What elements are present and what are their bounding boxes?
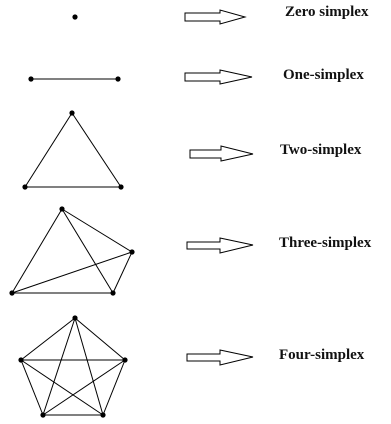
three-simplex-label: Three-simplex	[279, 235, 372, 251]
edge	[112, 251, 133, 294]
edge	[11, 251, 133, 294]
vertex	[22, 184, 28, 190]
right-arrow-icon	[189, 145, 254, 162]
zero-simplex-figure	[72, 14, 78, 20]
one-simplex-label: One-simplex	[283, 67, 364, 83]
edge	[20, 359, 104, 416]
vertex	[28, 76, 34, 82]
right-arrow-icon	[184, 69, 253, 85]
vertex	[72, 14, 78, 20]
vertex	[59, 206, 65, 212]
edge	[20, 359, 44, 416]
vertex	[69, 110, 75, 116]
three-simplex-figure	[9, 206, 135, 296]
edge	[20, 317, 76, 361]
edge	[74, 317, 126, 361]
two-simplex-figure	[22, 110, 124, 190]
edge	[61, 208, 114, 294]
edge	[42, 359, 126, 416]
vertex	[129, 249, 135, 255]
four-simplex-figure	[18, 315, 128, 418]
vertex	[100, 412, 106, 418]
vertex	[9, 290, 15, 296]
vertex	[72, 315, 78, 321]
vertex	[40, 412, 46, 418]
edge	[42, 317, 76, 416]
right-arrow-icon	[186, 237, 254, 254]
edge	[11, 208, 63, 294]
edge	[102, 359, 126, 416]
vertex	[118, 184, 124, 190]
edge	[24, 112, 73, 188]
vertex	[122, 357, 128, 363]
right-arrow-icon	[184, 9, 247, 25]
zero-simplex-label: Zero simplex	[285, 4, 369, 20]
vertex	[18, 357, 24, 363]
edge	[61, 208, 133, 253]
two-simplex-label: Two-simplex	[280, 142, 362, 158]
edge	[71, 112, 122, 188]
one-simplex-figure	[28, 76, 121, 82]
four-simplex-label: Four-simplex	[279, 347, 365, 363]
right-arrow-icon	[186, 349, 254, 366]
vertex	[110, 290, 116, 296]
edge	[74, 317, 104, 416]
vertex	[115, 76, 121, 82]
